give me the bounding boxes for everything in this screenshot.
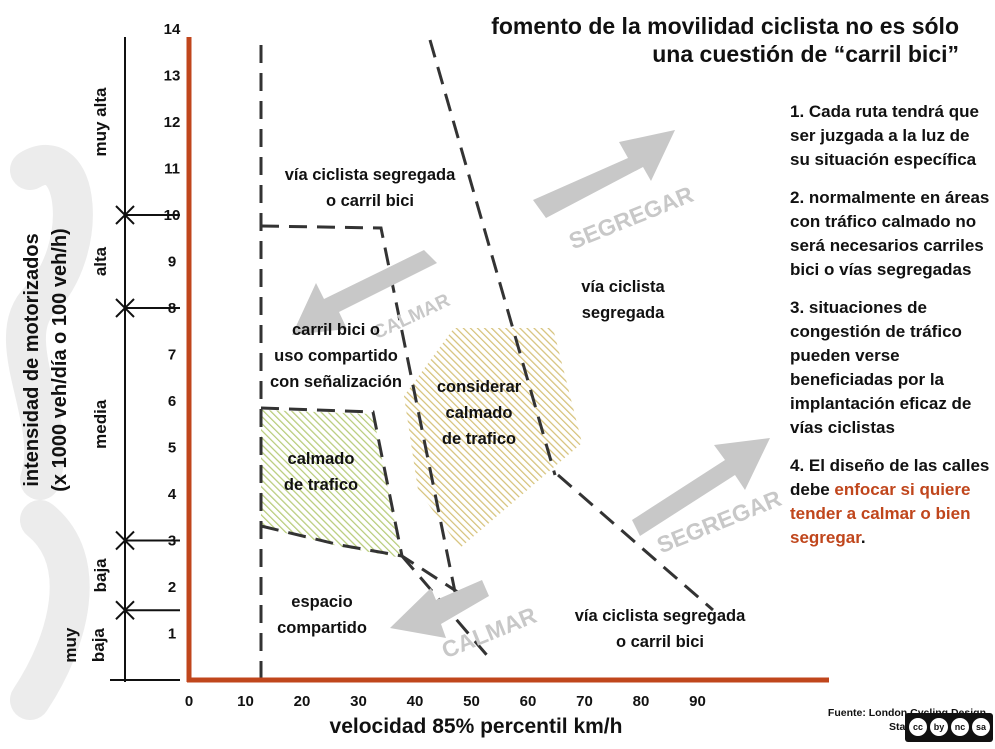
y-tick-label: 4 <box>168 486 177 503</box>
band-label-muy-baja-line1: muy <box>61 627 80 663</box>
considerar-region <box>404 328 582 548</box>
note-4: 4. El diseño de las calles debe enfocar … <box>790 454 990 550</box>
x-tick-label: 30 <box>350 693 367 710</box>
x-tick-label: 60 <box>520 693 537 710</box>
zone-espacio-line2: compartido <box>277 619 367 637</box>
y-tick-label: 2 <box>168 579 176 596</box>
band-boundary-mark <box>115 205 135 225</box>
y-tick-label: 6 <box>168 393 176 410</box>
x-tick-label: 40 <box>407 693 424 710</box>
note-4-start: 4. El diseño de las calles debe <box>790 456 990 499</box>
zone-calmado-line2: de trafico <box>284 476 358 494</box>
note-2: 2. normalmente en áreas con tráfico calm… <box>790 188 990 279</box>
y-tick-label: 12 <box>164 114 181 131</box>
zone-segregada-top-line2: o carril bici <box>326 192 414 210</box>
sa-icon: sa <box>970 716 992 738</box>
x-tick-label: 80 <box>633 693 650 710</box>
y-axis-label-line1: intensidad de motorizados <box>21 233 43 486</box>
nc-icon: nc <box>949 716 971 738</box>
zone-segregada-top-line1: vía ciclista segregada <box>285 166 456 184</box>
calmar-arrow-lower <box>390 580 489 638</box>
zone-considerar-line1: considerar <box>437 378 522 396</box>
zone-carril-line3: con señalización <box>270 373 402 391</box>
zone-carril-line2: uso compartido <box>274 347 398 365</box>
band-label: alta <box>91 246 110 276</box>
diagram-title: fomento de la movilidad ciclista no es s… <box>399 12 959 68</box>
segregar-arrow-upper <box>533 130 675 218</box>
zone-considerar-line2: calmado <box>446 404 513 422</box>
note-3: 3. situaciones de congestión de tráfico … <box>790 298 972 437</box>
zone-segregada-mid-line1: vía ciclista <box>581 278 665 296</box>
note-1: 1. Cada ruta tendrá que ser juzgada a la… <box>790 102 979 169</box>
zone-segregada-bottom-line2: o carril bici <box>616 633 704 651</box>
band-boundary-mark <box>115 530 135 551</box>
y-tick-label: 1 <box>168 626 176 643</box>
note-4-end: . <box>860 528 866 547</box>
x-tick-label: 10 <box>237 693 254 710</box>
x-tick-label: 50 <box>463 693 480 710</box>
title-line2: una cuestión de “carril bici” <box>652 41 959 67</box>
calmado-region <box>261 410 402 558</box>
title-line1: fomento de la movilidad ciclista no es s… <box>491 13 959 39</box>
y-tick-label: 14 <box>164 21 181 38</box>
y-tick-label: 5 <box>168 440 176 457</box>
band-label-muy-baja-line2: baja <box>89 628 108 663</box>
notes-panel: 1. Cada ruta tendrá que ser juzgada a la… <box>790 100 990 564</box>
band-boundary-mark <box>115 600 135 620</box>
x-tick-label: 90 <box>689 693 706 710</box>
y-axis-label-line2: (x 1000 veh/día o 100 veh/h) <box>49 228 71 491</box>
watermark-logo <box>5 145 93 720</box>
band-label: muy alta <box>91 87 110 157</box>
x-tick-label: 0 <box>185 693 193 710</box>
zone-considerar-line3: de trafico <box>442 430 516 448</box>
segregar-arrow-lower <box>632 438 770 536</box>
x-axis-label: velocidad 85% percentil km/h <box>330 715 623 738</box>
y-tick-label: 13 <box>164 68 181 85</box>
zone-carril-line1: carril bici o <box>292 321 380 339</box>
zone-calmado-line1: calmado <box>288 450 355 468</box>
note-4-highlight: enfocar si quiere tender a calmar o bien… <box>790 480 971 547</box>
band-label: baja <box>91 558 110 593</box>
x-tick-label: 20 <box>294 693 311 710</box>
cc-license-badge: cc by nc sa <box>905 713 993 742</box>
band-boundary-mark <box>115 298 135 318</box>
zone-espacio-line1: espacio <box>291 593 352 611</box>
calmar-label-upper: CALMAR <box>370 290 454 344</box>
zone-segregada-mid-line2: segregada <box>582 304 665 322</box>
y-tick-label: 11 <box>164 161 180 178</box>
y-tick-label: 7 <box>168 347 176 364</box>
zone-segregada-bottom-line1: vía ciclista segregada <box>575 607 746 625</box>
x-tick-label: 70 <box>576 693 593 710</box>
by-icon: by <box>928 716 950 738</box>
band-label: media <box>91 399 110 449</box>
cc-icon: cc <box>907 716 929 738</box>
calmar-arrow-upper <box>292 250 437 335</box>
y-tick-label: 9 <box>168 254 176 271</box>
